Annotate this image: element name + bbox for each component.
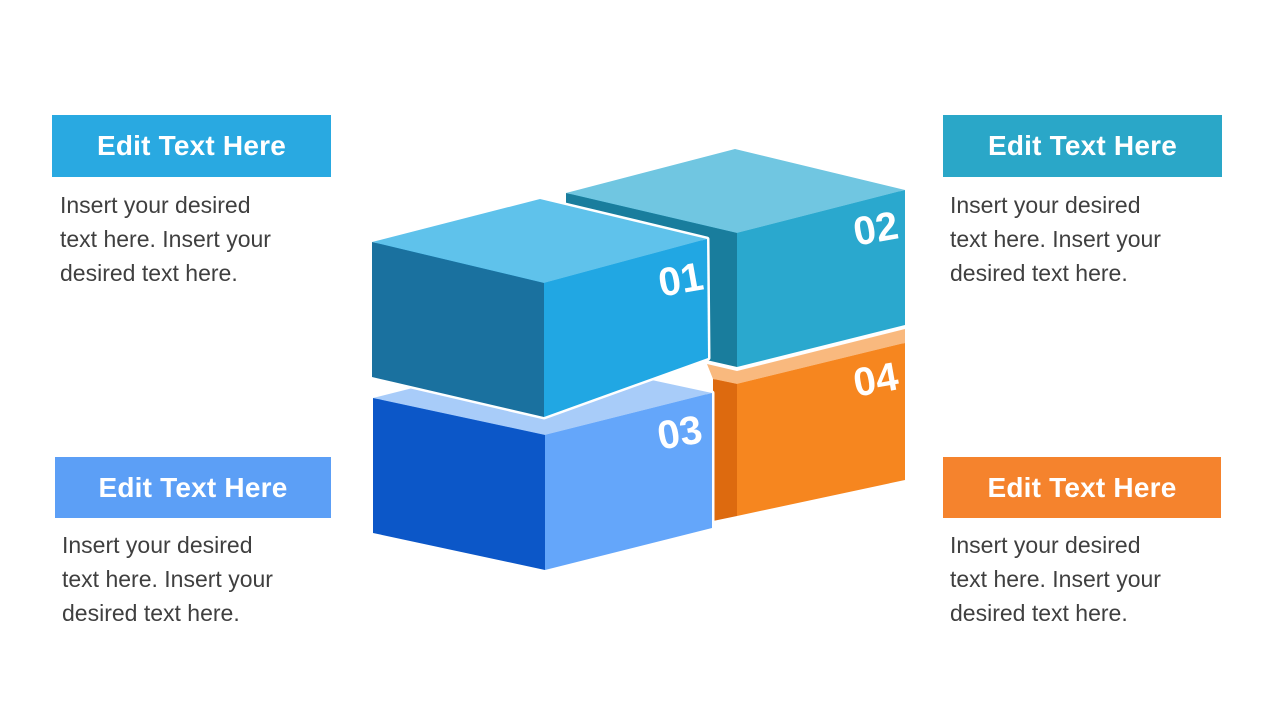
- edit-text-header-top-right[interactable]: Edit Text Here: [943, 115, 1222, 177]
- body-text-top-left[interactable]: Insert your desired text here. Insert yo…: [60, 188, 330, 290]
- header-label: Edit Text Here: [987, 471, 1177, 503]
- body-line: desired text here.: [60, 260, 238, 286]
- box-04-left-face: [713, 379, 737, 521]
- box-03-left-face: [373, 398, 545, 570]
- box-01-top-face: [372, 199, 707, 283]
- body-text-bottom-left[interactable]: Insert your desired text here. Insert yo…: [62, 528, 332, 630]
- body-line: Insert your desired: [60, 192, 251, 218]
- body-line: text here. Insert your: [60, 226, 271, 252]
- body-text-bottom-right[interactable]: Insert your desired text here. Insert yo…: [950, 528, 1220, 630]
- box-02-top-face: [566, 149, 905, 233]
- box-03-front-face: [545, 393, 712, 570]
- body-line: Insert your desired: [950, 532, 1141, 558]
- edit-text-header-bottom-left[interactable]: Edit Text Here: [55, 457, 331, 518]
- body-line: desired text here.: [62, 600, 240, 626]
- box-01-front-face: [544, 239, 708, 417]
- body-line: desired text here.: [950, 600, 1128, 626]
- body-line: desired text here.: [950, 260, 1128, 286]
- body-line: Insert your desired: [62, 532, 253, 558]
- box-04-front-face: [737, 343, 905, 516]
- header-label: Edit Text Here: [98, 471, 288, 503]
- body-line: Insert your desired: [950, 192, 1141, 218]
- body-line: text here. Insert your: [950, 226, 1161, 252]
- body-line: text here. Insert your: [950, 566, 1161, 592]
- edit-text-header-top-left[interactable]: Edit Text Here: [52, 115, 331, 177]
- edit-text-header-bottom-right[interactable]: Edit Text Here: [943, 457, 1221, 518]
- body-text-top-right[interactable]: Insert your desired text here. Insert yo…: [950, 188, 1220, 290]
- header-label: Edit Text Here: [97, 130, 286, 161]
- box-04-number: 04: [850, 354, 902, 405]
- box-02-front-face: [737, 190, 905, 367]
- box-02-number: 02: [850, 204, 901, 255]
- box-04-top-face: [707, 329, 905, 384]
- box-01-number: 01: [655, 255, 706, 306]
- box-01-left-face: [372, 242, 544, 417]
- box-01[interactable]: 01: [369, 196, 711, 420]
- header-label: Edit Text Here: [988, 130, 1177, 161]
- body-line: text here. Insert your: [62, 566, 273, 592]
- box-03-number: 03: [654, 408, 705, 459]
